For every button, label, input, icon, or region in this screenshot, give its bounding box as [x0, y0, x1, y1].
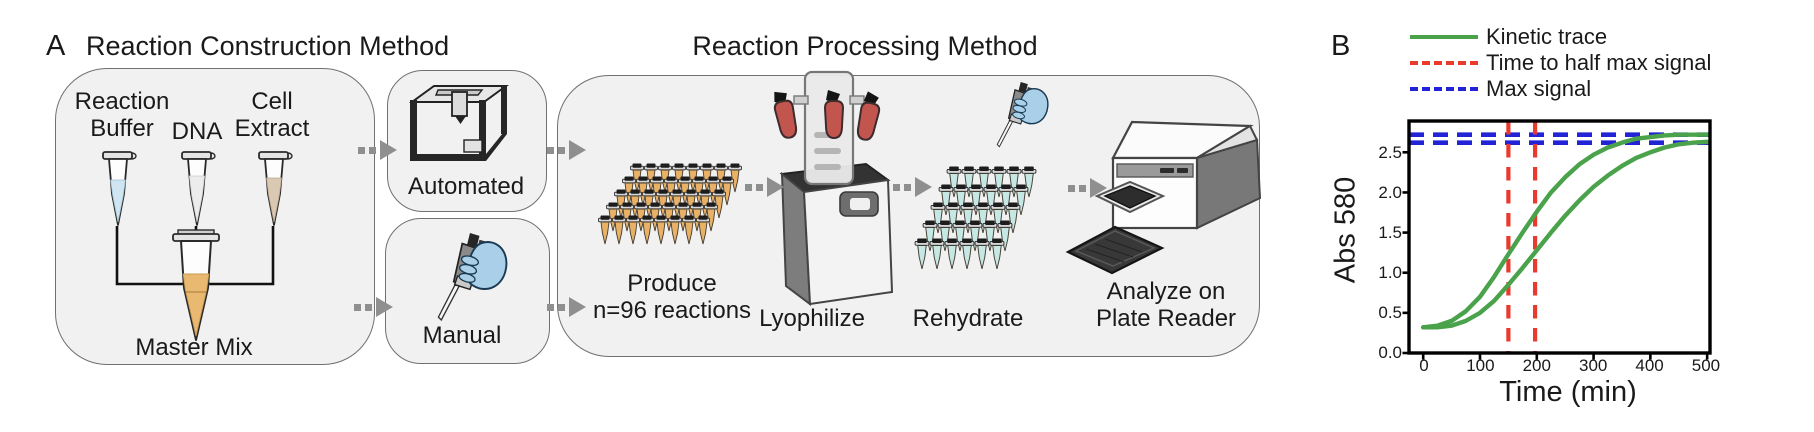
analyze-label: Analyze on Plate Reader — [1095, 278, 1237, 332]
rack-tube-icon — [640, 215, 654, 245]
y-tick-label: 1.5 — [1378, 223, 1402, 242]
rack-tube-icon — [974, 238, 990, 270]
legend-item-kinetic-trace: Kinetic trace — [1410, 24, 1711, 50]
processing-title: Reaction Processing Method — [692, 31, 1038, 61]
rack-tube-icon — [668, 215, 682, 245]
kinetic-trace-swatch — [1410, 35, 1478, 39]
x-tick-label: 300 — [1578, 356, 1608, 375]
produce-label: Produce n=96 reactions — [592, 270, 752, 324]
arrow-construction-to-manual — [354, 297, 393, 317]
rehydrated-tube-rack-icon — [914, 166, 1037, 270]
rack-tube-icon — [989, 238, 1005, 270]
kinetic-trace-curve — [1420, 139, 1710, 330]
panel-a-title: Reaction Construction Method — [86, 31, 450, 61]
y-tick-labels: 2.5 2.0 1.5 1.0 0.5 0.0 — [1356, 144, 1402, 361]
manual-box — [385, 218, 550, 364]
x-tick-label: 500 — [1691, 356, 1721, 375]
rack-tube-icon — [696, 215, 710, 245]
automated-label: Automated — [407, 173, 525, 200]
x-tick-label: 400 — [1635, 356, 1664, 375]
panel-a-letter: A — [46, 30, 66, 62]
max-signal-swatch — [1410, 87, 1478, 91]
y-tick-label: 0.0 — [1378, 343, 1402, 362]
reaction-buffer-label: Reaction Buffer — [74, 88, 170, 142]
rehydrate-pipette-icon — [988, 78, 1052, 150]
arrow-lyophilize-to-rehydrate — [893, 177, 932, 197]
flask-right — [856, 91, 881, 141]
legend-item-max-signal: Max signal — [1410, 76, 1711, 102]
kinetics-plot — [1402, 119, 1712, 360]
y-tick-label: 0.5 — [1378, 303, 1402, 322]
rack-tube-icon — [612, 215, 626, 245]
cell-extract-tube-icon — [258, 151, 293, 226]
x-tick-labels: 0 100 200 300 400 500 — [1402, 357, 1728, 374]
rack-tube-icon — [959, 238, 975, 270]
x-tick-label: 200 — [1522, 356, 1551, 375]
half-max-swatch — [1410, 61, 1478, 65]
rack-tube-icon — [929, 238, 945, 270]
master-mix-label: Master Mix — [135, 334, 253, 361]
legend-item-half-max: Time to half max signal — [1410, 50, 1711, 76]
arrow-manual-to-processing — [547, 297, 586, 317]
lyophilizer-icon — [773, 70, 894, 307]
rehydrate-label: Rehydrate — [912, 305, 1024, 332]
y-tick-label: 2.0 — [1378, 183, 1402, 202]
plot-frame — [1407, 119, 1712, 355]
plate-reader-icon — [1065, 120, 1262, 275]
reaction-buffer-tube-icon — [102, 151, 137, 226]
lyophilize-label: Lyophilize — [759, 305, 865, 332]
arrow-produce-to-lyophilize — [745, 177, 784, 197]
flask-left — [773, 91, 798, 139]
flask-center — [823, 90, 845, 140]
rack-tube-icon — [914, 238, 930, 270]
rack-tube-icon — [654, 215, 668, 245]
manual-label: Manual — [422, 322, 502, 349]
dna-tube-icon — [181, 151, 216, 226]
chart-legend: Kinetic trace Time to half max signal Ma… — [1410, 24, 1711, 102]
x-axis-label: Time (min) — [1499, 376, 1637, 408]
rack-tube-icon — [598, 215, 612, 245]
manual-pipette-hand-icon — [426, 228, 512, 324]
master-mix-tube-icon — [172, 229, 220, 341]
dna-label: DNA — [171, 118, 223, 145]
rack-tube-icon — [682, 215, 696, 245]
panel-b-letter: B — [1331, 30, 1351, 62]
rack-tube-icon — [626, 215, 640, 245]
x-tick-label: 100 — [1466, 356, 1495, 375]
arrow-automated-to-processing — [547, 140, 586, 160]
rack-tube-icon — [944, 238, 960, 270]
kinetic-trace-curve — [1420, 132, 1710, 330]
y-tick-label: 1.0 — [1378, 263, 1402, 282]
x-tick-label: 0 — [1419, 356, 1429, 375]
reaction-tube-rack-icon — [598, 163, 742, 245]
arrow-rehydrate-to-analyze — [1068, 178, 1107, 198]
liquid-handling-robot-icon — [408, 85, 510, 161]
construction-box — [55, 68, 375, 365]
y-tick-label: 2.5 — [1378, 143, 1402, 162]
arrow-construction-to-automated — [358, 140, 397, 160]
cell-extract-label: Cell Extract — [234, 88, 310, 142]
